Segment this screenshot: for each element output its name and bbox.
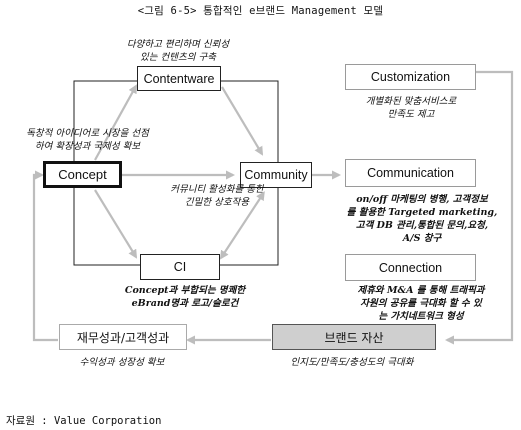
note-line: 커뮤니티 활성화를 통한 [170, 184, 264, 195]
note-line: 수익성과 성장성 확보 [79, 357, 165, 368]
node-communication-label: Communication [367, 166, 454, 180]
node-brand-asset-label: 브랜드 자산 [324, 330, 384, 345]
note-line: A/S 창구 [402, 233, 442, 244]
arrow-concept-ci [94, 189, 138, 259]
note-line: 개별화된 맞춤서비스로 [365, 96, 457, 107]
node-community-label: Community [244, 168, 308, 182]
note-line: 를 활용한 Targeted marketing, [346, 207, 498, 218]
arrow-community-ci [219, 191, 265, 260]
node-ci-label: CI [173, 260, 187, 274]
node-customization-label: Customization [370, 70, 451, 84]
figure-title: <그림 6-5> 통합적인 e브랜드 Management 모델 [137, 5, 384, 17]
note-line: 다양하고 편리하며 신뢰성 [126, 39, 230, 50]
node-connection-label: Connection [378, 260, 443, 275]
note-line: 있는 컨텐츠의 구축 [140, 52, 216, 63]
source-note: 자료원 : Value Corporation [6, 415, 162, 427]
node-community: Community [240, 162, 312, 188]
note-concept: 독창적 아이디어로 시장을 선점 하여 확장성과 국제성 확보 [0, 127, 175, 153]
note-line: 고객 DB 관리,통합된 문의,요청, [355, 220, 489, 231]
note-line: eBrand명과 로고/슬로건 [131, 298, 239, 309]
node-customization: Customization [345, 64, 476, 90]
note-communication: on/off 마케팅의 병행, 고객정보 를 활용한 Targeted mark… [336, 193, 508, 245]
note-line: 는 가치네트워크 형성 [378, 311, 464, 322]
note-line: 제휴와 M&A 를 통해 트래픽과 [357, 285, 485, 296]
note-line: 독창적 아이디어로 시장을 선점 [26, 128, 149, 139]
node-ci: CI [140, 254, 220, 280]
note-brand-asset: 인지도/만족도/충성도의 극대화 [262, 356, 442, 369]
node-financial-performance-label: 재무성과/고객성과 [76, 330, 170, 345]
node-connection: Connection [345, 254, 476, 281]
node-financial-performance: 재무성과/고객성과 [59, 324, 187, 350]
note-line: 인지도/만족도/충성도의 극대화 [290, 357, 414, 368]
note-financial-performance: 수익성과 성장성 확보 [58, 356, 186, 369]
note-ci: Concept과 부합되는 명쾌한 eBrand명과 로고/슬로건 [110, 284, 260, 310]
note-line: 자원의 공유를 극대화 할 수 있 [360, 298, 482, 309]
note-community: 커뮤니티 활성화를 통한 긴밀한 상호작용 [127, 183, 307, 209]
node-contentware: Contentware [137, 66, 221, 91]
note-line: 하여 확장성과 국제성 확보 [34, 141, 141, 152]
node-brand-asset: 브랜드 자산 [272, 324, 436, 350]
arrow-contentware-community [221, 86, 264, 156]
note-connection: 제휴와 M&A 를 통해 트래픽과 자원의 공유를 극대화 할 수 있 는 가치… [334, 284, 508, 323]
note-line: 만족도 제고 [387, 109, 435, 120]
arrow-concept-contentware [94, 84, 137, 161]
arrow-financial-concept [32, 170, 58, 342]
node-concept: Concept [43, 161, 122, 188]
node-contentware-label: Contentware [143, 71, 215, 86]
node-communication: Communication [345, 159, 476, 187]
arrow-right-to-brand [445, 70, 514, 345]
note-line: 긴밀한 상호작용 [184, 197, 250, 208]
note-line: on/off 마케팅의 병행, 고객정보 [356, 194, 488, 205]
node-concept-label: Concept [58, 167, 107, 182]
note-contentware: 다양하고 편리하며 신뢰성 있는 컨텐츠의 구축 [108, 38, 248, 64]
note-customization: 개별화된 맞춤서비스로 만족도 제고 [350, 95, 472, 121]
note-line: Concept과 부합되는 명쾌한 [124, 285, 246, 296]
